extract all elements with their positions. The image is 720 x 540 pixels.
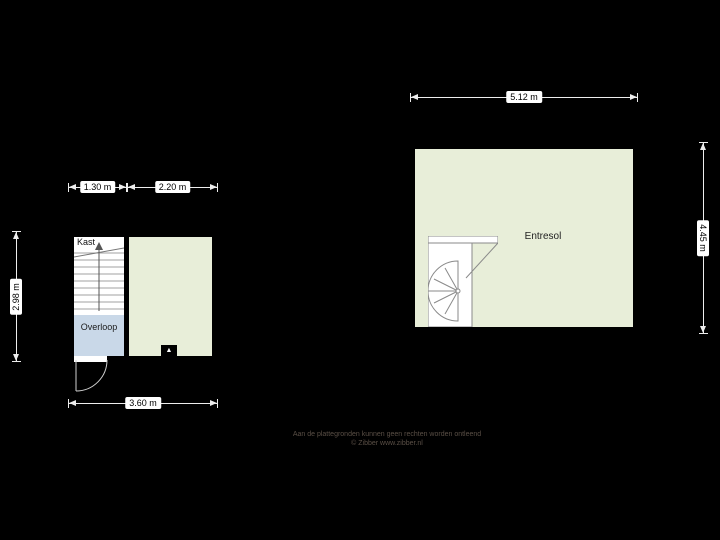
- straight-staircase-drawing: [73, 237, 125, 315]
- floorplan-entresol: Entresol: [408, 142, 640, 334]
- dimension-arrow: [13, 354, 19, 361]
- room-label-overloop: Overloop: [80, 322, 118, 332]
- dimension-label: 3.60 m: [125, 397, 161, 409]
- dimension-tick: [127, 183, 128, 192]
- dimension-tick: [410, 93, 411, 102]
- dimension-label: 2.98 m: [10, 278, 22, 315]
- room-label-entresol: Entresol: [524, 231, 562, 242]
- dimension-tick: [699, 333, 708, 334]
- dimension-arrow: [128, 184, 135, 190]
- flue-vent-symbol: ▲: [161, 345, 177, 356]
- dimension-arrow: [69, 400, 76, 406]
- door-opening: [74, 356, 107, 362]
- dimension-tick: [68, 183, 69, 192]
- dimension-tick: [699, 142, 708, 143]
- door-swing-arc: [75, 360, 108, 392]
- room-label-kast: Kast: [77, 237, 96, 247]
- floorplan-overloop-level: Kast Overloop ▲: [68, 231, 218, 362]
- disclaimer-text: Aan de plattegronden kunnen geen rechten…: [292, 431, 482, 438]
- dimension-arrow: [411, 94, 418, 100]
- dimension-label: 5.12 m: [506, 91, 542, 103]
- dimension-arrow: [700, 143, 706, 150]
- dimension-tick: [12, 361, 21, 362]
- dimension-tick: [217, 399, 218, 408]
- dimension-tick: [126, 183, 127, 192]
- dimension-tick: [12, 231, 21, 232]
- dimension-label: 2.20 m: [154, 181, 191, 193]
- dimension-arrow: [210, 184, 217, 190]
- footer: Aan de plattegronden kunnen geen rechten…: [54, 430, 720, 448]
- dimension-arrow: [210, 400, 217, 406]
- dimension-arrow: [69, 184, 76, 190]
- copyright-text: © Zibber www.zibber.nl: [351, 440, 423, 447]
- dimension-label: 1.30 m: [79, 181, 116, 193]
- dimension-label: 4.45 m: [697, 220, 709, 256]
- dimension-arrow: [119, 184, 126, 190]
- dimension-tick: [637, 93, 638, 102]
- dimension-arrow: [630, 94, 637, 100]
- spiral-staircase: [428, 236, 498, 327]
- straight-staircase: [73, 237, 125, 315]
- dimension-arrow: [700, 326, 706, 333]
- room-overloop: Overloop: [74, 315, 124, 356]
- interior-wall: [124, 237, 129, 356]
- dimension-tick: [217, 183, 218, 192]
- dimension-tick: [68, 399, 69, 408]
- flue-arrow-icon: ▲: [165, 347, 173, 354]
- dimension-arrow: [13, 232, 19, 239]
